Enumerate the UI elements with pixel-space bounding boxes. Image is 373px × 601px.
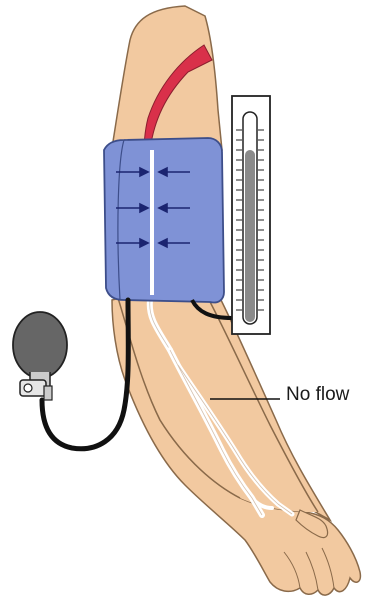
upper-arm [112, 6, 222, 150]
cuff [104, 138, 224, 303]
no-flow-label: No flow [286, 384, 349, 406]
bulb-icon [13, 312, 67, 400]
manometer-icon [232, 96, 270, 334]
